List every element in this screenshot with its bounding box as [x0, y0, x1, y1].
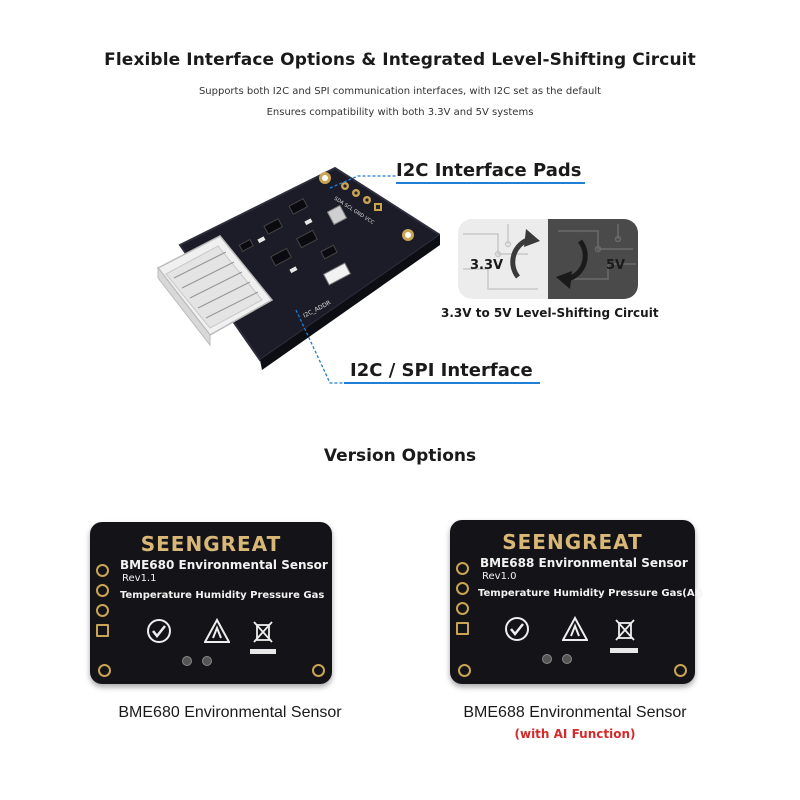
via-hole [562, 654, 572, 664]
board-revision: Rev1.0 [482, 571, 517, 582]
i2c-spi-interface-label: I2C / SPI Interface [350, 360, 533, 381]
version-options-title: Version Options [323, 446, 477, 466]
brand-logo: SEENGREAT [502, 530, 643, 554]
pin-pad [96, 564, 109, 577]
board-features: Temperature Humidity Pressure Gas [120, 590, 325, 601]
level-shift-graphic: 3.3V 5V [458, 219, 638, 299]
weee-bar [610, 648, 638, 653]
esd-warning-icon [204, 618, 230, 643]
i2c-pads [341, 182, 382, 211]
mount-hole [312, 664, 325, 677]
mount-hole [458, 664, 471, 677]
sensor-board-illustration: I2C_ADDR SDA SCL GND VCC [156, 166, 440, 370]
rohs-icon [147, 619, 171, 643]
level-shift-label: 3.3V to 5V Level-Shifting Circuit [441, 306, 659, 320]
mount-hole-center [322, 175, 328, 181]
voltage-3v3-label: 3.3V [470, 258, 503, 273]
weee-bin-icon [253, 621, 273, 643]
pin-pad [96, 604, 109, 617]
mount-hole [98, 664, 111, 677]
bme688-board: SEENGREAT BME688 Environmental Sensor Re… [450, 520, 703, 684]
via-hole [542, 654, 552, 664]
mount-hole-center [405, 232, 411, 238]
via-hole [182, 656, 192, 666]
bme688-ai-note: (with AI Function) [514, 727, 636, 741]
pin-pad [456, 602, 469, 615]
addr-switch [322, 262, 352, 286]
subtitle-compatibility: Ensures compatibility with both 3.3V and… [266, 107, 534, 118]
weee-bar [250, 649, 276, 654]
rohs-icon [505, 617, 529, 641]
spi-leader [295, 309, 344, 384]
bme680-board: SEENGREAT BME680 Environmental Sensor Re… [90, 522, 332, 684]
bme688-label: BME688 Environmental Sensor [463, 704, 687, 721]
pcb-edge [260, 235, 440, 370]
curved-arrow-icon [567, 239, 588, 282]
brand-logo: SEENGREAT [140, 532, 282, 556]
smd-resistors [257, 218, 313, 274]
smd-components [238, 198, 338, 267]
weee-bin-icon [615, 619, 635, 641]
esd-warning-icon [562, 616, 588, 641]
jst-connector [156, 235, 274, 347]
voltage-5v-label: 5V [606, 258, 625, 273]
subtitle-interfaces: Supports both I2C and SPI communication … [198, 86, 602, 97]
pads-leader [329, 175, 396, 189]
i2c-pads-label: I2C Interface Pads [396, 160, 582, 181]
board-features: Temperature Humidity Pressure Gas(AI) [478, 588, 703, 599]
board-sensor-name: BME680 Environmental Sensor [120, 558, 328, 572]
via-hole [202, 656, 212, 666]
sensor-chip [326, 204, 348, 226]
mount-hole [674, 664, 687, 677]
bme680-label: BME680 Environmental Sensor [118, 704, 342, 721]
pin-pad [456, 582, 469, 595]
pin-pad [96, 624, 109, 637]
page-title: Flexible Interface Options & Integrated … [104, 50, 696, 70]
board-revision: Rev1.1 [122, 573, 157, 584]
pin-pad [456, 562, 469, 575]
pin-pad [96, 584, 109, 597]
board-sensor-name: BME688 Environmental Sensor [480, 556, 688, 570]
pin-pad [456, 622, 469, 635]
